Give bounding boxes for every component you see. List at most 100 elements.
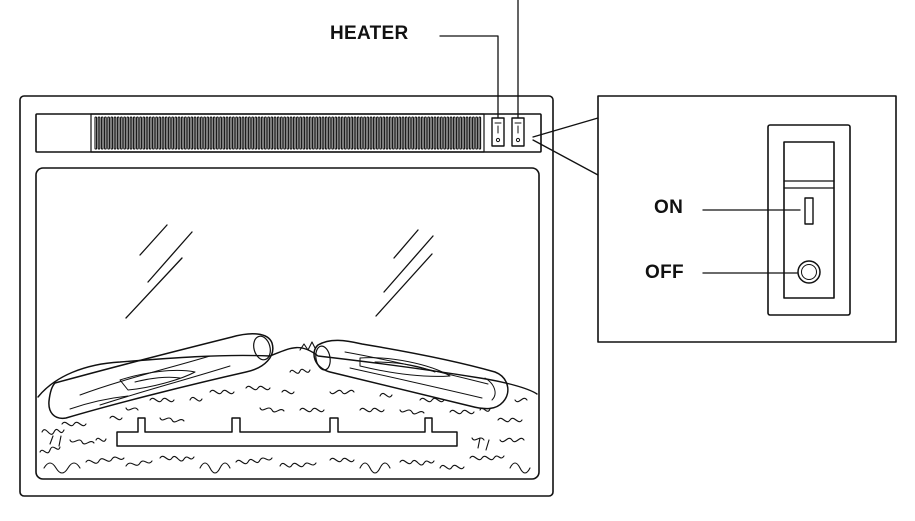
- vent-slat: [270, 116, 274, 150]
- vent-slat: [206, 116, 210, 150]
- vent-slat: [379, 116, 382, 150]
- vent-slat: [472, 116, 475, 150]
- vent-slat: [193, 116, 197, 150]
- vent-slat: [126, 116, 130, 150]
- vent-slat: [392, 116, 395, 150]
- vent-slat: [440, 116, 443, 150]
- vent-slat: [366, 116, 370, 150]
- vent-slat: [264, 116, 267, 150]
- vent-slat: [152, 116, 155, 150]
- on-indicator-mark: [804, 197, 814, 225]
- vent-slat: [433, 116, 437, 150]
- vent-slat: [219, 116, 222, 150]
- heat-vent: [90, 113, 485, 153]
- vent-slat: [139, 116, 142, 150]
- vent-slat: [110, 116, 114, 150]
- vent-slat: [184, 116, 187, 150]
- vent-slat: [155, 116, 158, 150]
- vent-slat: [376, 116, 379, 150]
- vent-slat: [225, 116, 229, 150]
- vent-slat: [254, 116, 258, 150]
- vent-slat: [148, 116, 152, 150]
- vent-slat: [238, 116, 242, 150]
- vent-slat: [446, 116, 450, 150]
- vent-slat: [142, 116, 146, 150]
- glass-reflection-left: [125, 224, 193, 319]
- rocker-switch-bezel: [767, 124, 851, 316]
- glass-reflection-right: [375, 229, 434, 317]
- vent-slat: [475, 116, 478, 150]
- firebox-window: [35, 167, 540, 480]
- vent-slat: [94, 116, 98, 150]
- vent-slat: [312, 116, 315, 150]
- vent-slat: [388, 116, 392, 150]
- vent-slat: [190, 116, 194, 150]
- vent-slat: [417, 116, 421, 150]
- vent-slat: [232, 116, 235, 150]
- vent-slat: [468, 116, 472, 150]
- vent-slat: [251, 116, 254, 150]
- callout-line-upper: [532, 117, 599, 138]
- vent-slat: [120, 116, 123, 150]
- vent-slat: [164, 116, 168, 150]
- log-right: [313, 339, 509, 410]
- vent-slat: [328, 116, 331, 150]
- vent-slat: [180, 116, 184, 150]
- vent-slat: [235, 116, 238, 150]
- vent-slat: [283, 116, 286, 150]
- vent-slat: [360, 116, 363, 150]
- vent-slat: [203, 116, 206, 150]
- ember-squiggles: [39, 341, 531, 474]
- vent-slat: [331, 116, 334, 150]
- vent-slat: [420, 116, 424, 150]
- on-label: ON: [654, 197, 684, 218]
- vent-slat: [104, 116, 107, 150]
- off-indicator-mark: [797, 260, 821, 284]
- vent-slat: [296, 116, 299, 150]
- vent-slat: [97, 116, 101, 150]
- vent-slat: [340, 116, 344, 150]
- rocker-switch-body[interactable]: [783, 141, 835, 299]
- vent-slat: [459, 116, 462, 150]
- callout-line-lower: [532, 139, 599, 176]
- vent-slat: [107, 116, 110, 150]
- vent-slat: [177, 116, 181, 150]
- vent-slat: [398, 116, 402, 150]
- vent-slat: [478, 116, 482, 150]
- vent-slat: [174, 116, 178, 150]
- fireplace-grate: [116, 417, 458, 447]
- vent-slat: [465, 116, 469, 150]
- vent-slat: [267, 116, 270, 150]
- vent-slat: [116, 116, 120, 150]
- vent-slat: [414, 116, 418, 150]
- vent-slat: [334, 116, 338, 150]
- vent-slat: [382, 116, 386, 150]
- vent-slat: [171, 116, 174, 150]
- vent-slat: [100, 116, 104, 150]
- vent-slat: [443, 116, 446, 150]
- vent-slat: [372, 116, 376, 150]
- vent-slat: [161, 116, 165, 150]
- vent-slat: [449, 116, 453, 150]
- vent-slat: [324, 116, 328, 150]
- vent-slat: [302, 116, 306, 150]
- vent-slat: [305, 116, 309, 150]
- vent-slat: [209, 116, 213, 150]
- vent-slat: [430, 116, 434, 150]
- vent-slat: [292, 116, 296, 150]
- vent-slat: [456, 116, 459, 150]
- vent-slat: [408, 116, 411, 150]
- vent-slat: [315, 116, 318, 150]
- off-label: OFF: [645, 262, 684, 283]
- heater-label: HEATER: [330, 23, 409, 44]
- vent-slat: [321, 116, 325, 150]
- vent-slat: [222, 116, 226, 150]
- ember-bed: [37, 347, 538, 398]
- vent-slat: [212, 116, 216, 150]
- vent-slat: [280, 116, 283, 150]
- vent-slats: [94, 116, 482, 150]
- vent-slat: [187, 116, 190, 150]
- vent-slat: [257, 116, 261, 150]
- vent-slat: [452, 116, 456, 150]
- vent-slat: [276, 116, 280, 150]
